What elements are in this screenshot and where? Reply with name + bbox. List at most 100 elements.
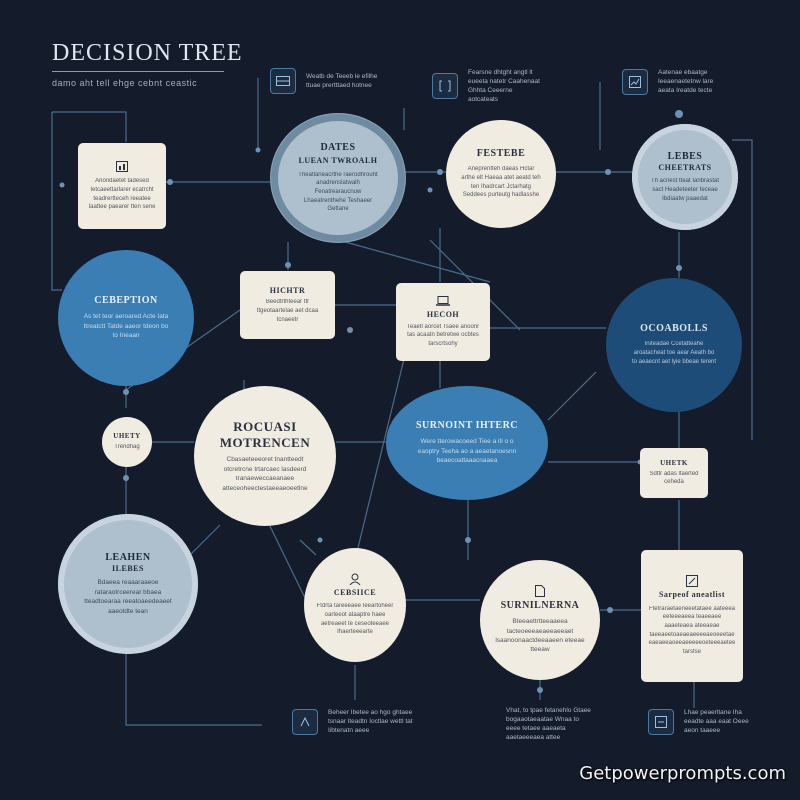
connector — [354, 354, 406, 561]
node-cebeption[interactable]: CEBEPTION As tet teor aeroared Acte Iata… — [58, 250, 194, 386]
node-body: Beedtrthteear ttr ttgeotaartelae aet dca… — [256, 299, 319, 323]
node-title: HECOH — [426, 310, 460, 320]
laptop-icon — [436, 295, 450, 307]
connector-dot — [347, 327, 353, 333]
connector — [265, 517, 307, 601]
node-cebsiice[interactable]: CEBSIICE Ftdrta tareeeaee Ieeartoheer oa… — [304, 548, 406, 662]
node-dates[interactable]: DATES LUEAN TWROALH Theatlaneacrthe raer… — [271, 114, 405, 242]
node-body: Trendhag — [114, 443, 140, 450]
connector — [52, 111, 127, 142]
node-body: Were tterowacoeed Tiee a iti o o eaoptry… — [417, 438, 517, 465]
node-body: Theatlaneacrthe raerodhrouht anadrenslat… — [298, 171, 378, 213]
legend-text: Fearsne dhtght angtl lt eueeta natetr Ca… — [468, 69, 540, 104]
node-body: Ftetraraetaeneeetataee aateeea eeteeeaee… — [648, 605, 736, 656]
node-subtitle: ILEBES — [112, 563, 144, 573]
node-body: Cbasaeteeeoret tnantteedt otcretrcne trt… — [222, 456, 308, 492]
node-body: Initeadae Ccetatteahe aroatacheat toe ae… — [631, 341, 717, 365]
node-body: Ftdrta tareeeaee Ieeartoheer oarteeot at… — [316, 603, 394, 636]
node-surnilnerna[interactable]: SURNILNERNA Bteeaettrtteeaaeea tacteoeee… — [480, 560, 600, 680]
node-body: Teaetl aorcet Tsaee anoonr tas acaatn be… — [406, 323, 480, 348]
connector-dot — [675, 110, 683, 118]
pen-icon — [685, 575, 699, 588]
node-card-upper-left[interactable]: Anondaetet tadesed Ietcaeettarlarer ecat… — [78, 143, 166, 229]
legend-bottom-3: Lhae peaerltane Iha eeadte aaa eaat Oeee… — [648, 708, 754, 735]
node-sarpeof-aneatlist[interactable]: Sarpeof aneatlist Ftetraraetaeneeetataee… — [641, 550, 743, 682]
node-title: Sarpeof aneatlist — [658, 590, 726, 600]
node-title: LEAHEN — [105, 551, 151, 563]
connector-dot — [167, 179, 173, 185]
node-title: ROCUASI MOTRENCEN — [219, 419, 311, 450]
node-lebes[interactable]: LEBES CHEETRATS Th acnest tteat Ianbrast… — [632, 124, 738, 230]
connector-dot — [427, 187, 433, 193]
connector-dot — [123, 389, 129, 395]
legend-top-3: Aatenae ebaatge Ieeaenaetetnw lare aeata… — [622, 68, 730, 95]
page-title: DECISION TREE — [52, 40, 243, 66]
node-festebe[interactable]: FESTEBE Aneprentteh daeas Hctar arthe el… — [446, 120, 556, 228]
chart-frame-icon — [622, 68, 648, 95]
node-body: Aneprentteh daeas Hctar arthe elt Haeaa … — [461, 166, 541, 199]
legend-text: Beheer Ibetee ao hgo ghtaee tsnaar ltead… — [328, 709, 413, 735]
node-title: CEBSIICE — [333, 587, 377, 597]
node-body: Anondaetet tadesed Ietcaeettarlarer ecat… — [88, 178, 156, 211]
node-title: UHETK — [660, 459, 688, 468]
legend-text: Aatenae ebaatge Ieeaenaetetnw lare aeata… — [658, 69, 714, 95]
connector — [337, 239, 491, 283]
connector — [299, 539, 317, 556]
connector-dot — [465, 537, 471, 543]
node-uhetk[interactable]: UHETK Sdttr adas ltaerted ceheda — [640, 448, 708, 498]
watermark: Getpowerprompts.com — [579, 763, 786, 784]
legend-text: Weatb de Teeeb le efilhe ttuae prertttae… — [306, 72, 378, 89]
node-ocoabols[interactable]: OCOABOLLS Initeadae Ccetatteahe aroatach… — [606, 278, 742, 412]
legend-text: Lhae peaerltane Iha eeadte aaa eaat Oeee… — [684, 709, 749, 735]
legend-bottom-2: Vhat, to tpae fetanehlo Gtaee bogaaotaea… — [506, 706, 592, 742]
connector-dot — [537, 687, 543, 693]
node-rocuasi-motrencen[interactable]: ROCUASI MOTRENCEN Cbasaeteeeoret tnantte… — [194, 386, 336, 526]
legend-top-2: Fearsne dhtght angtl lt eueeta natetr Ca… — [432, 68, 540, 104]
node-title: FESTEBE — [476, 148, 526, 160]
legend-bottom-1: Beheer Ibetee ao hgo ghtaee tsnaar ltead… — [292, 708, 418, 735]
connector-dot — [123, 475, 129, 481]
connector-dot — [255, 147, 261, 153]
connector — [51, 112, 62, 291]
legend-text: Vhat, to tpae fetanehlo Gtaee bogaaotaea… — [506, 707, 591, 742]
connector-dot — [607, 607, 613, 613]
legend-top-1: Weatb de Teeeb le efilhe ttuae prertttae… — [270, 68, 378, 94]
node-hichtr[interactable]: HICHTR Beedtrthteear ttr ttgeotaartelae … — [240, 271, 335, 339]
bar-chart-icon — [115, 160, 129, 172]
connector-dot — [605, 169, 611, 175]
node-uhety[interactable]: UHETY Trendhag — [102, 417, 152, 467]
node-body: As tet teor aeroared Acte Iata ttreatctt… — [83, 313, 169, 340]
document-icon — [533, 585, 547, 598]
node-title: LEBES — [667, 150, 703, 162]
node-title: SURNILNERNA — [500, 600, 580, 612]
connector — [547, 371, 597, 421]
node-title: SURNOINT IHTERC — [415, 420, 519, 432]
connector-dot — [59, 182, 65, 188]
chart-frame-icon — [292, 708, 318, 735]
title-divider — [52, 71, 224, 72]
connector — [732, 139, 753, 440]
node-surnoint-ihterc[interactable]: SURNOINT IHTERC Were tterowacoeed Tiee a… — [386, 386, 548, 500]
node-body: Bteeaettrtteeaaeea tacteoeeeaeaeeaeeaet … — [495, 618, 585, 654]
page-subtitle: damo aht tell ehge cebnt ceastic — [52, 78, 198, 88]
node-title: UHETY — [113, 432, 141, 441]
connector — [125, 640, 262, 726]
node-body: Bdaeea reaaaraaeoe rataraotrceerear bbae… — [84, 579, 172, 615]
connector-dot — [676, 265, 682, 271]
node-subtitle: CHEETRATS — [658, 162, 712, 172]
node-title: HICHTR — [269, 285, 306, 295]
node-hecoh[interactable]: HECOH Teaetl aorcet Tsaee anoonr tas aca… — [396, 283, 490, 361]
grid-icon — [270, 68, 296, 94]
node-title: DATES — [320, 141, 356, 153]
node-title: OCOABOLLS — [640, 323, 708, 335]
connector-dot — [285, 262, 291, 268]
bracket-icon — [432, 73, 458, 100]
connector-dot — [317, 537, 323, 543]
node-subtitle: LUEAN TWROALH — [298, 155, 378, 165]
node-title: CEBEPTION — [94, 295, 158, 307]
node-body: Th acnest tteat Ianbrastat sact Headetee… — [650, 178, 720, 202]
node-leahen-ilebes[interactable]: LEAHEN ILEBES Bdaeea reaaaraaeoe ratarao… — [58, 514, 198, 654]
connector-dot — [437, 169, 443, 175]
grid-icon — [648, 708, 674, 735]
person-icon — [348, 573, 362, 585]
